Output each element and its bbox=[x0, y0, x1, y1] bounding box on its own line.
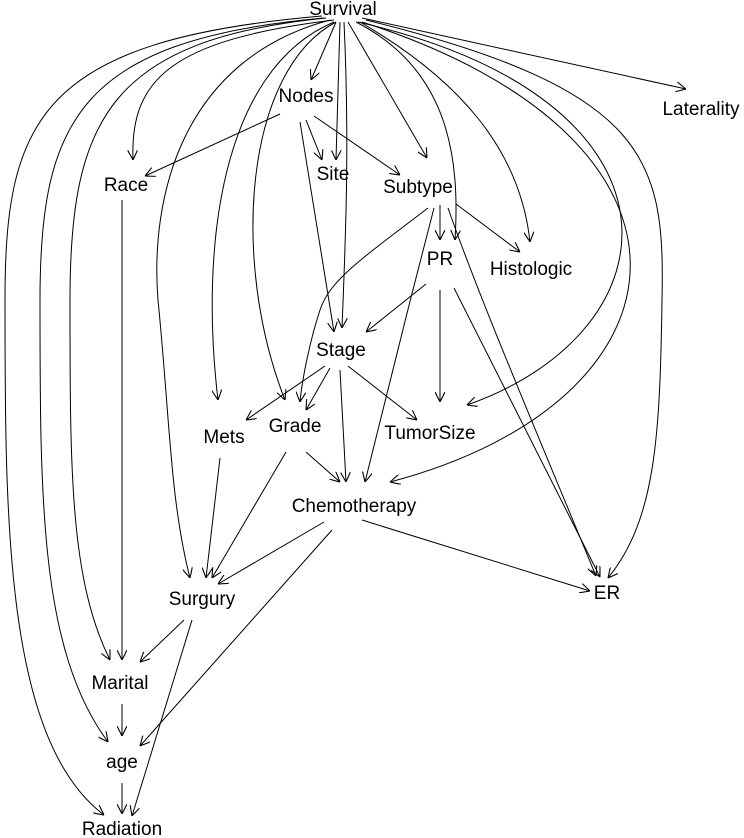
edge-subtype-er bbox=[447, 207, 596, 576]
edge-survival-histologic bbox=[359, 21, 530, 242]
edge-survival-marital bbox=[69, 17, 327, 660]
node-chemotherapy: Chemotherapy bbox=[292, 496, 417, 517]
edge-survival-race bbox=[133, 19, 335, 160]
node-pr: PR bbox=[427, 249, 453, 270]
edge-subtype-grade bbox=[300, 207, 429, 402]
edge-survival-pr bbox=[355, 21, 456, 240]
node-laterality: Laterality bbox=[662, 99, 740, 120]
edge-survival-stage bbox=[342, 21, 347, 328]
node-mets: Mets bbox=[203, 427, 244, 448]
edge-chemotherapy-surgury bbox=[218, 521, 325, 584]
edge-pr-er bbox=[453, 287, 600, 577]
edge-survival-mets bbox=[211, 21, 335, 400]
edges bbox=[4, 15, 686, 816]
edge-mets-surgury bbox=[206, 457, 221, 578]
edge-stage-grade bbox=[306, 367, 331, 410]
edge-survival-grade bbox=[252, 21, 337, 400]
node-age: age bbox=[106, 752, 138, 773]
node-stage: Stage bbox=[316, 340, 366, 361]
edge-survival-laterality bbox=[361, 17, 686, 89]
edge-chemotherapy-er bbox=[361, 519, 590, 591]
edge-stage-mets bbox=[246, 365, 326, 420]
edge-stage-tumorsize bbox=[347, 365, 417, 420]
edge-chemotherapy-age bbox=[140, 529, 333, 746]
node-tumorsize: TumorSize bbox=[384, 423, 475, 444]
edge-survival-surgury bbox=[156, 19, 331, 578]
node-grade: Grade bbox=[269, 416, 322, 437]
edge-surgury-marital bbox=[140, 619, 185, 662]
edge-nodes-race bbox=[145, 113, 281, 176]
node-race: Race bbox=[104, 175, 148, 196]
node-site: Site bbox=[317, 164, 350, 185]
node-radiation: Radiation bbox=[82, 819, 162, 838]
edge-survival-nodes bbox=[311, 21, 337, 80]
edge-nodes-subtype bbox=[313, 115, 400, 175]
node-er: ER bbox=[594, 583, 620, 604]
edge-survival-chemotherapy bbox=[361, 21, 631, 482]
edge-survival-age bbox=[39, 17, 325, 742]
edge-grade-chemotherapy bbox=[305, 451, 340, 482]
node-labels: Survival Nodes Laterality Race Site Subt… bbox=[82, 0, 740, 838]
edge-grade-surgury bbox=[212, 451, 287, 578]
node-nodes: Nodes bbox=[279, 86, 334, 107]
edge-subtype-chemotherapy bbox=[365, 207, 435, 482]
edge-surgury-radiation bbox=[132, 619, 193, 816]
edge-pr-stage bbox=[366, 283, 427, 332]
node-surgury: Surgury bbox=[169, 589, 236, 610]
node-subtype: Subtype bbox=[383, 177, 453, 198]
edge-nodes-stage bbox=[299, 121, 334, 332]
edge-stage-chemotherapy bbox=[339, 369, 346, 482]
edge-survival-er bbox=[365, 19, 663, 578]
edge-survival-subtype bbox=[347, 21, 427, 158]
edge-survival-radiation bbox=[4, 15, 323, 815]
node-marital: Marital bbox=[91, 673, 148, 694]
node-histologic: Histologic bbox=[490, 259, 572, 280]
edge-survival-tumorsize bbox=[357, 21, 623, 405]
node-survival: Survival bbox=[309, 0, 377, 20]
edge-survival-site bbox=[336, 21, 340, 160]
edge-subtype-histologic bbox=[455, 203, 520, 252]
edge-nodes-site bbox=[305, 119, 322, 160]
